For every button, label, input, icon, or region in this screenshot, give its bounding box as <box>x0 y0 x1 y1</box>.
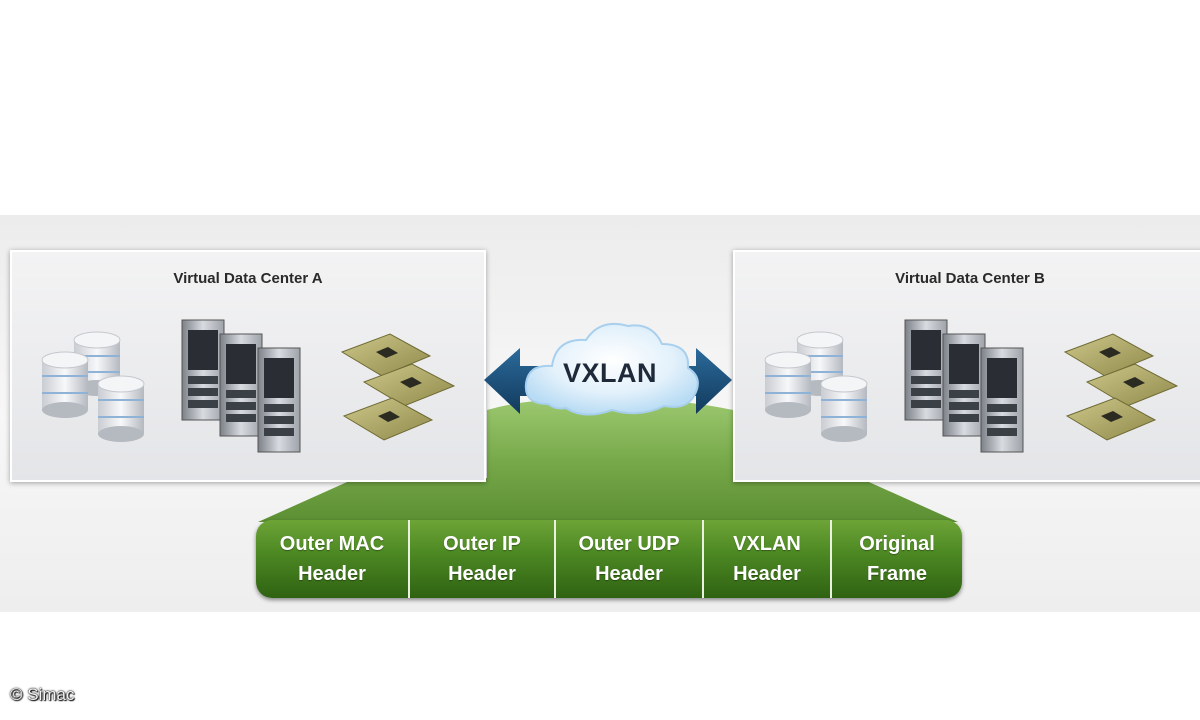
database-icon <box>97 375 145 442</box>
cloud-icon <box>524 322 699 416</box>
virtual-data-center-b: Virtual Data Center B <box>733 250 1200 482</box>
packet-field-outer-ip-header: Outer IP Header <box>410 520 556 598</box>
data-center-a-equipment <box>41 319 456 453</box>
cpu-chip-icon <box>1065 397 1157 441</box>
server-rack-icon <box>181 319 225 421</box>
packet-field-outer-mac-header: Outer MAC Header <box>256 520 410 598</box>
packet-field-outer-udp-header: Outer UDP Header <box>556 520 704 598</box>
cpu-chip-icon <box>340 333 432 377</box>
vxlan-packet: Outer MAC Header Outer IP Header Outer U… <box>256 520 962 598</box>
virtual-data-center-a: Virtual Data Center A <box>10 250 486 482</box>
server-rack-icon <box>904 319 948 421</box>
cpu-chip-icon <box>342 397 434 441</box>
server-rack-icon <box>942 333 986 437</box>
cpu-chip-icon <box>1063 333 1155 377</box>
data-center-b-title: Virtual Data Center B <box>895 270 1045 287</box>
data-center-b-equipment <box>764 319 1179 453</box>
database-icon <box>41 351 89 418</box>
database-icon <box>764 351 812 418</box>
data-center-a-title: Virtual Data Center A <box>173 270 323 287</box>
server-rack-icon <box>257 347 301 453</box>
vxlan-label: VXLAN <box>562 358 657 388</box>
server-rack-icon <box>219 333 263 437</box>
server-rack-icon <box>980 347 1024 453</box>
copyright-notice: © Simac <box>10 685 75 704</box>
packet-field-original-frame: Original Frame <box>859 533 935 585</box>
arrow-left-icon <box>484 348 560 414</box>
database-icon <box>820 375 868 442</box>
packet-field-vxlan-header: VXLAN Header <box>704 520 832 598</box>
